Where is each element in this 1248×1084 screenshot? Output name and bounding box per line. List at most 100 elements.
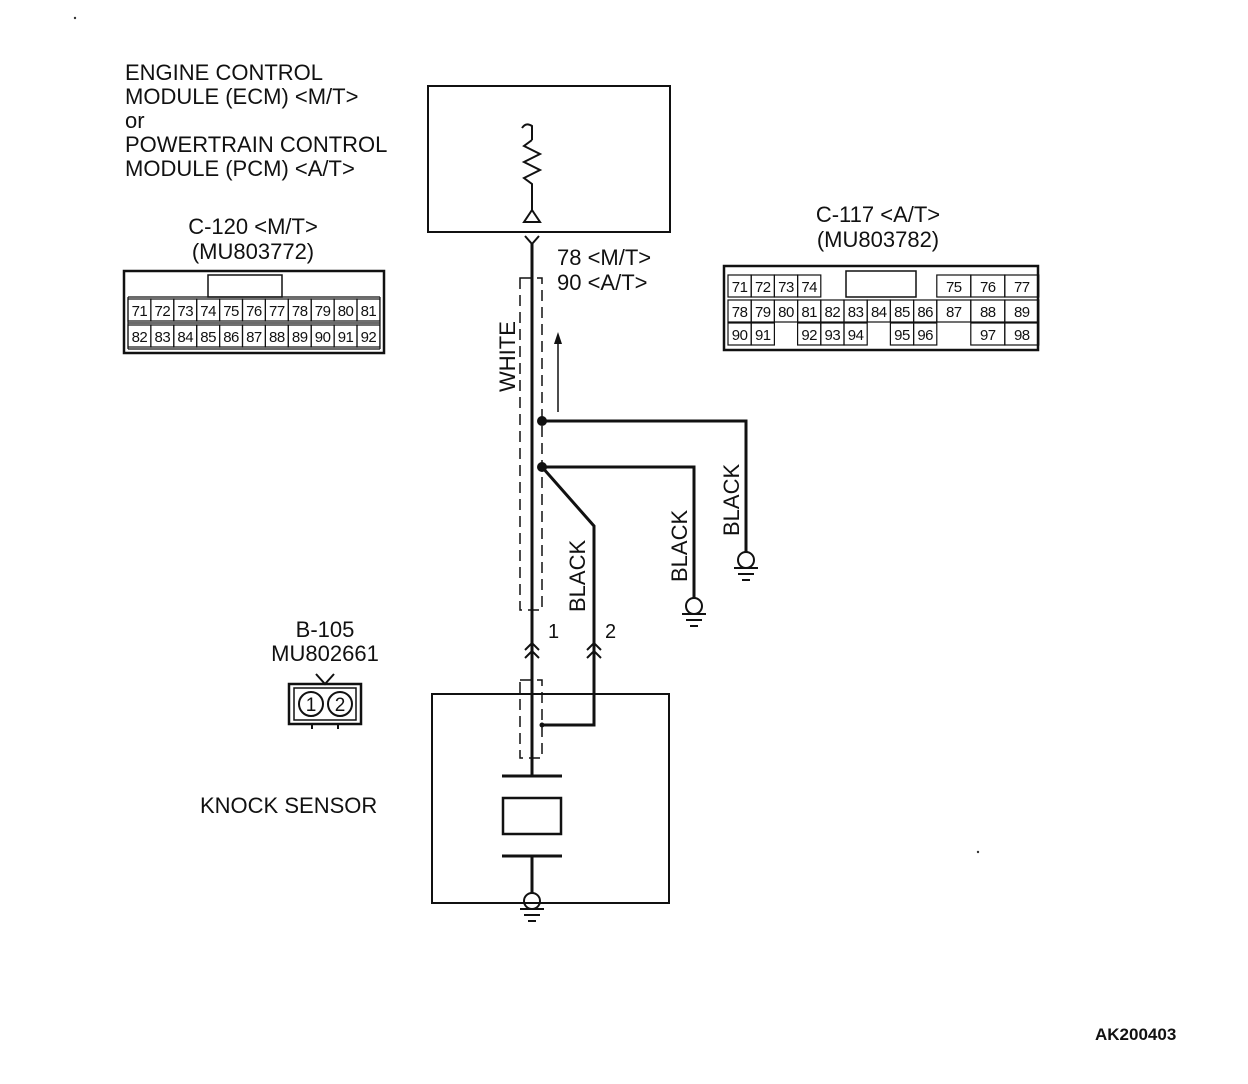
c117-pin-78-r2: 78 [732,304,748,321]
c117-pin-89-r2-cell [1004,299,1040,323]
c117-pin-77-cell [1004,274,1040,298]
connector-chevrons [524,641,602,659]
c120-pin-79: 79 [315,303,331,320]
ecm-title-line-3: or [125,108,145,133]
c120-pin-84-r2: 84 [177,329,193,346]
ecm-box [427,85,671,233]
shield-outline-lower [519,679,543,759]
c117-pin-86-r2: 86 [917,304,933,321]
c117-pin-82-r2: 82 [825,304,841,321]
c117-pin-84-r2: 84 [871,304,887,321]
knock-sensor-label: KNOCK SENSOR [200,793,377,818]
sensor-terminal-1: 1 [548,621,559,643]
c120-part: (MU803772) [192,239,314,264]
wire-color-shield: BLACK [565,540,590,612]
sensor-terminal-2: 2 [605,621,616,643]
c117-pin-97-r3: 97 [980,327,996,344]
c117-pin-90-r3: 90 [732,327,748,344]
figure-id: AK200403 [1095,1025,1176,1044]
piezo-element [501,774,563,893]
c117-pin-96-r3: 96 [917,327,933,344]
c120-pin-83-r2: 83 [155,329,171,346]
c120-pin-78: 78 [292,303,308,320]
c117-pin-74-cell [796,274,822,298]
ecm-title: ENGINE CONTROL MODULE (ECM) <M/T> or POW… [125,60,387,181]
ground-branch-1 [537,416,758,581]
wire-color-ground2: BLACK [719,464,744,536]
b105-pin-1: 1 [306,695,317,716]
c117-part: (MU803782) [817,227,939,252]
c120-pin-88-r2: 88 [269,329,285,346]
c117-pin-73: 73 [778,279,794,296]
ecm-terminal-mark [524,235,540,246]
c117-pin-81-r2: 81 [801,304,817,321]
b105-pin-2: 2 [335,695,346,716]
c117-pin-95-r3: 95 [894,327,910,344]
c117-pin-74: 74 [801,279,817,296]
c117-pin-75: 75 [946,279,962,296]
c117-pin-80-r2: 80 [778,304,794,321]
c120-pin-87-r2: 87 [246,329,262,346]
b105-part: MU802661 [271,641,379,666]
knock-sensor-box [431,693,670,904]
c120-pin-75: 75 [223,303,239,320]
ecm-terminal-mt: 78 <M/T> [557,245,651,270]
c117-pin-94-r3: 94 [848,327,864,344]
c117-pin-88-r2: 88 [980,304,996,321]
c120-pin-92-r2: 92 [361,329,377,346]
sensor-ground-icon [520,892,544,922]
direction-arrow [554,332,562,412]
c117-pin-96-r3-cell [912,322,938,346]
c117-pin-91-r3-cell [750,322,776,346]
c120-pin-77: 77 [269,303,285,320]
c120-pin-91-r2: 91 [338,329,354,346]
wire-color-white: WHITE [495,321,520,392]
c117-pin-94-r3-cell [843,322,868,346]
c120-pin-80: 80 [338,303,354,320]
c117-pin-93-r3: 93 [825,327,841,344]
c120-name: C-120 <M/T> [188,214,318,239]
c117-pin-87-r2: 87 [946,304,962,321]
ecm-terminal-at: 90 <A/T> [557,270,648,295]
c117-pin-92-r3: 92 [801,327,817,344]
ecm-title-line-2: MODULE (ECM) <M/T> [125,84,358,109]
ecm-title-line-1: ENGINE CONTROL [125,60,323,85]
c117-pin-98-r3: 98 [1014,327,1030,344]
c117-pin-85-r2: 85 [894,304,910,321]
c117-pin-72: 72 [755,279,771,296]
scan-speck [976,850,980,854]
c120-pin-82-r2: 82 [132,329,148,346]
ecm-internal-resistor [521,123,543,223]
b105-name: B-105 [296,617,355,642]
c117-pin-89-r2: 89 [1014,304,1030,321]
c120-pin-85-r2: 85 [200,329,216,346]
c117-pin-83-r2: 83 [848,304,864,321]
shield-wire-black [540,466,596,727]
c120-pin-76: 76 [246,303,262,320]
c120-pin-86-r2: 86 [223,329,239,346]
c120-pin-74: 74 [200,303,216,320]
c120-pin-72: 72 [155,303,171,320]
ecm-title-line-4: POWERTRAIN CONTROL [125,132,387,157]
scan-speck [73,16,77,20]
c120-pin-81: 81 [361,303,377,320]
ecm-title-line-5: MODULE (PCM) <A/T> [125,156,355,181]
shield-junction [539,722,545,728]
c117-pin-71: 71 [732,279,748,296]
c117-pin-98-r3-cell [1004,322,1040,346]
c117-pin-77: 77 [1014,279,1030,296]
c120-pin-73: 73 [177,303,193,320]
c117-name: C-117 <A/T> [816,202,940,227]
c120-pin-71: 71 [132,303,148,320]
c117-pin-91-r3: 91 [755,327,771,344]
connector-c120: C-120 <M/T> (MU803772) 71 72 73 74 75 76 77 78 7… [122,214,386,355]
wire-color-ground1: BLACK [667,510,692,582]
c117-pin-76: 76 [980,279,996,296]
c120-pin-81-cell [356,298,381,322]
c120-pin-92-r2-cell [356,324,381,348]
